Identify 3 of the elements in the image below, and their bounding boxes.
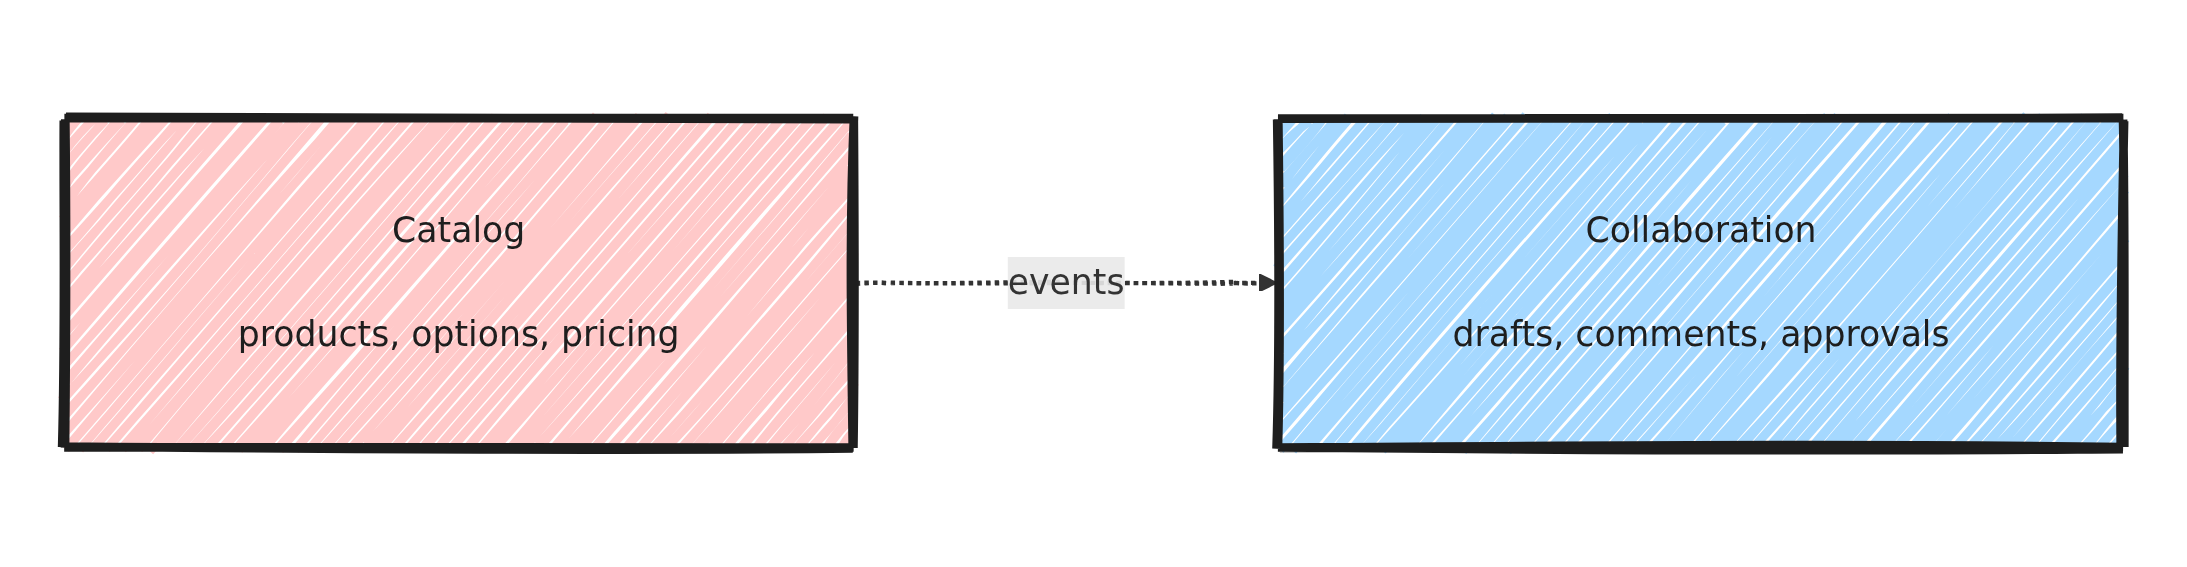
edge-label: events bbox=[1007, 261, 1125, 303]
node-text: Collaboration drafts, comments, approvals bbox=[1452, 209, 1950, 355]
node-text: Catalog products, options, pricing bbox=[237, 209, 680, 355]
